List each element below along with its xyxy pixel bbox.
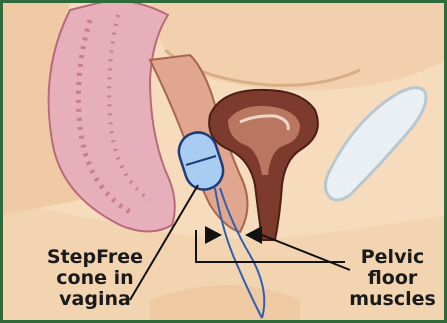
cone-label-line-3: vagina (30, 289, 160, 310)
muscles-label-line-2: floor (340, 268, 445, 289)
cone-label-line-2: cone in (30, 268, 160, 289)
muscles-label: Pelvic floor muscles (340, 247, 445, 310)
muscles-label-line-3: muscles (340, 289, 445, 310)
cone-label: StepFree cone in vagina (30, 247, 160, 310)
cone-label-line-1: StepFree (30, 247, 160, 268)
muscles-label-line-1: Pelvic (340, 247, 445, 268)
